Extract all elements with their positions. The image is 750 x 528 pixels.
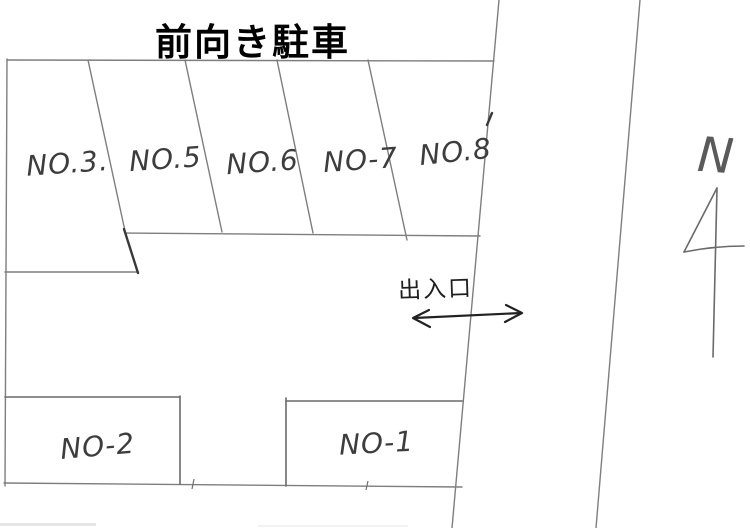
compass-arrow-head-bar [683,245,745,253]
entrance-arrow-right-head [503,303,524,324]
lot-outline [3,58,495,488]
compass-north-letter: N [696,127,736,185]
compass-arrow-shaft [712,187,718,358]
road [451,0,641,528]
lower-spaces-lines [4,395,464,491]
bottom-line-tick-2 [365,480,369,491]
space-label-no1: NO-1 [338,425,415,462]
entrance-arrow [411,303,524,329]
space-label-no7: NO-7 [322,141,399,179]
road-tick-mark [485,111,494,127]
divider-no3-notch [122,227,140,275]
entrance-label: 出入口 [398,276,474,305]
road-left-line [451,0,500,528]
space-labels: NO.3. NO.5 NO.6 NO-7 NO.8 NO-2 NO-1 [25,132,493,466]
page-title: 前向き駐車 [155,22,350,63]
entrance-arrow-shaft [412,311,523,320]
entrance-arrow-left-head [411,308,432,329]
divider-no5-no6 [184,59,223,233]
bottom-line-tick-1 [191,478,195,490]
space-label-no2: NO-2 [59,427,136,466]
divider-no6-no7 [276,59,314,234]
space-label-no6: NO.6 [225,143,300,181]
divider-no3-no5 [87,59,126,232]
road-right-line [595,0,641,528]
scan-smudge-1 [0,523,96,526]
upper-spaces-lines [4,59,481,275]
scan-artifacts [0,523,408,527]
scan-smudge-2 [258,525,408,527]
lot-top-boundary [6,59,495,62]
space-label-no3: NO.3. [25,144,110,183]
compass: N [683,127,745,358]
divider-no7-no8 [367,59,408,241]
space-label-no8: NO.8 [418,132,494,172]
upper-row-bottom-line [124,232,481,237]
compass-arrow-head-slant [683,187,718,253]
lot-bottom-boundary [3,482,463,488]
space-label-no5: NO.5 [128,140,203,178]
